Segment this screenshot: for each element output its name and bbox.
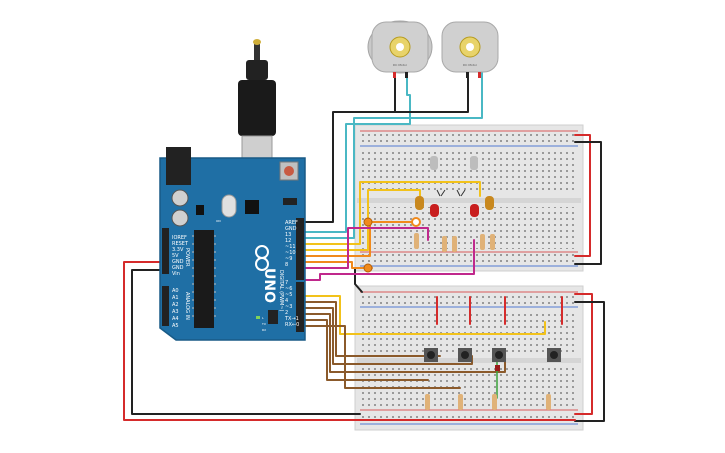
- svg-text:DC Motor: DC Motor: [393, 63, 408, 67]
- svg-text:7: 7: [285, 280, 288, 286]
- svg-text:RX←0: RX←0: [285, 322, 299, 328]
- wire-rail-red-bottom: [574, 293, 593, 415]
- wire-motor2-teal: [304, 71, 483, 239]
- svg-text:12: 12: [285, 238, 291, 244]
- wire-rail-red-top: [574, 134, 591, 257]
- svg-text:RX: RX: [262, 328, 266, 332]
- wire-gnd-black: [131, 269, 361, 415]
- wire-rail-black-top: [574, 141, 602, 265]
- wire-orange-2: [304, 261, 373, 269]
- wire-magenta-2: [304, 239, 475, 281]
- svg-text:AREF: AREF: [285, 220, 298, 226]
- dc-motor-1: DC Motor: [367, 20, 433, 78]
- svg-text:Vin: Vin: [172, 271, 180, 277]
- svg-text:DIGITAL (PWM~): DIGITAL (PWM~): [278, 270, 284, 312]
- resistors-bottom: [425, 394, 551, 410]
- svg-text:~6: ~6: [285, 286, 292, 292]
- svg-text:A5: A5: [172, 323, 179, 329]
- svg-text:GND: GND: [172, 265, 184, 271]
- wire-motor1-black: [304, 71, 396, 223]
- wire-magenta-1: [304, 227, 429, 269]
- svg-text:L: L: [262, 316, 264, 320]
- svg-text:2: 2: [285, 310, 288, 316]
- wire-brown-4: [304, 319, 429, 381]
- svg-text:GND: GND: [285, 226, 297, 232]
- wire-yellow-long: [304, 295, 546, 335]
- svg-text:TX: TX: [261, 322, 266, 326]
- svg-text:TX→1: TX→1: [284, 316, 299, 322]
- wire-rail-black-bottom: [574, 301, 605, 422]
- wire-motor2-black: [379, 71, 469, 113]
- svg-text:~11: ~11: [285, 244, 296, 250]
- svg-text:A2: A2: [172, 302, 179, 308]
- led-icon: [415, 196, 494, 217]
- svg-text:A1: A1: [172, 295, 179, 301]
- svg-text:13: 13: [285, 232, 291, 238]
- svg-text:8: 8: [285, 262, 288, 268]
- breadboard-top: [354, 124, 584, 272]
- push-button-icon: [458, 348, 472, 362]
- resistor-icon: [414, 233, 495, 252]
- wire-orange-1: [304, 221, 417, 257]
- svg-text:ON: ON: [216, 219, 221, 223]
- svg-text:~9: ~9: [285, 256, 292, 262]
- svg-text:5V: 5V: [172, 253, 179, 259]
- svg-text:4: 4: [285, 298, 288, 304]
- svg-text:RESET: RESET: [172, 241, 189, 247]
- push-button-icon: [424, 348, 438, 362]
- svg-text:A3: A3: [172, 309, 179, 315]
- push-buttons: [424, 348, 561, 371]
- wire-brown-3: [304, 313, 506, 373]
- svg-text:~10: ~10: [285, 250, 296, 256]
- resistors-top: [414, 233, 495, 252]
- svg-text:DC Motor: DC Motor: [463, 63, 478, 67]
- wires: [123, 71, 605, 422]
- wire-5v-red: [123, 261, 576, 421]
- arduino-logo-text: UNO: [261, 268, 277, 303]
- push-button-icon: [492, 348, 506, 362]
- push-button-icon: [547, 348, 561, 362]
- svg-text:POWER: POWER: [184, 248, 190, 267]
- usb-plug-icon: [238, 39, 276, 167]
- wire-motor1-teal: [304, 71, 411, 233]
- led-group: [415, 156, 494, 217]
- svg-text:~5: ~5: [285, 292, 292, 298]
- dc-motor-2: DC Motor: [441, 21, 499, 78]
- svg-text:ANALOG IN: ANALOG IN: [184, 292, 190, 320]
- wire-brown-5: [304, 325, 461, 389]
- wire-yellow-1: [304, 181, 481, 245]
- svg-text:A4: A4: [172, 316, 179, 322]
- svg-text:GND: GND: [172, 259, 184, 265]
- svg-text:IOREF: IOREF: [172, 235, 187, 241]
- resistor-icon: [425, 394, 551, 410]
- svg-text:3.3V: 3.3V: [172, 247, 184, 253]
- arduino-uno-board: UNO AREF GND 13 12 ~11 ~10 ~9 8 7 ~6 ~5 …: [159, 147, 306, 341]
- svg-text:A0: A0: [172, 288, 179, 294]
- svg-text:~3: ~3: [285, 304, 292, 310]
- wire-brown-1: [304, 301, 441, 357]
